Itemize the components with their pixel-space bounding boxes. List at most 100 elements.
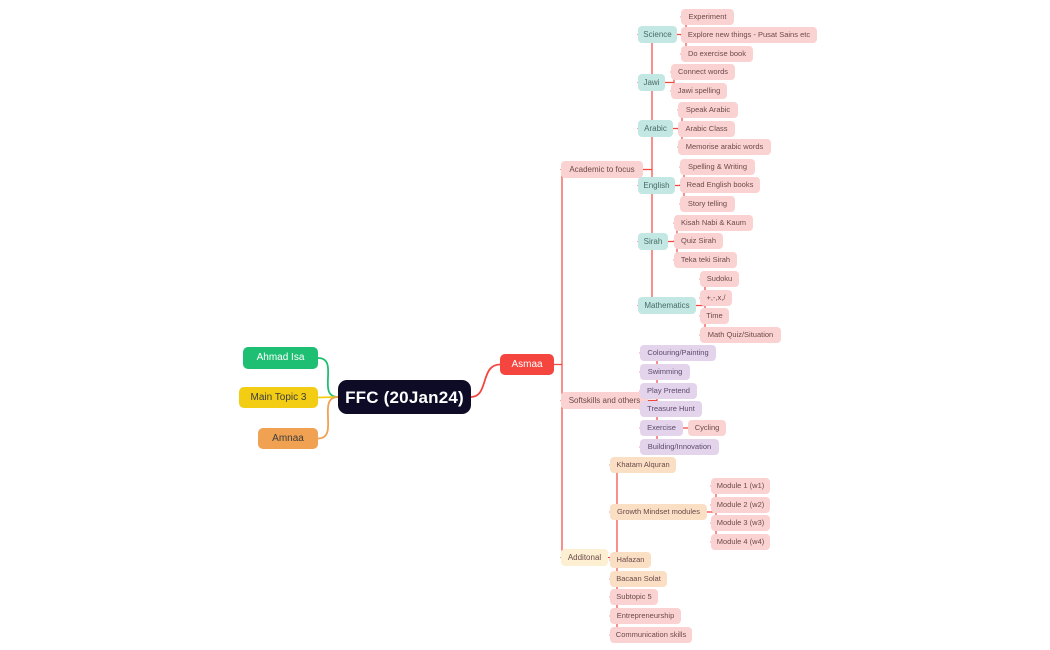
node-label: Module 3 (w3) [716, 518, 765, 528]
node-label: Quiz Sirah [680, 236, 716, 246]
node-label: Module 4 (w4) [716, 537, 765, 547]
node-label: Swimming [647, 367, 683, 377]
node-label: Bacaan Solat [616, 574, 661, 584]
subitem-node-jawi-spelling[interactable]: Jawi spelling [671, 83, 727, 99]
node-label: Main Topic 3 [250, 391, 307, 403]
category-node-academic-to-focus[interactable]: Academic to focus [561, 161, 643, 178]
item-node-treasure-hunt[interactable]: Treasure Hunt [640, 401, 702, 417]
branch-node-amnaa[interactable]: Amnaa [258, 428, 318, 449]
node-label: Experiment [688, 12, 727, 22]
node-label: Module 1 (w1) [716, 481, 765, 491]
subitem-node-sudoku[interactable]: Sudoku [700, 271, 739, 287]
item-node-mathematics[interactable]: Mathematics [638, 297, 696, 314]
subitem-node-experiment[interactable]: Experiment [681, 9, 734, 25]
item-node-colouring-painting[interactable]: Colouring/Painting [640, 345, 716, 361]
node-label: Colouring/Painting [647, 348, 709, 358]
subitem-node-connect-words[interactable]: Connect words [671, 64, 735, 80]
node-label: Jawi spelling [677, 86, 721, 96]
node-label: Do exercise book [688, 49, 746, 59]
subitem-node-speak-arabic[interactable]: Speak Arabic [678, 102, 738, 118]
node-label: Amnaa [272, 432, 304, 444]
node-label: Cycling [694, 423, 720, 433]
branch-node-asmaa[interactable]: Asmaa [500, 354, 554, 375]
item-node-science[interactable]: Science [638, 26, 677, 43]
subitem-node-spelling-writing[interactable]: Spelling & Writing [680, 159, 755, 175]
node-label: Read English books [686, 180, 754, 190]
node-label: Kisah Nabi & Kaum [680, 218, 747, 228]
node-label: Entrepreneurship [616, 611, 675, 621]
node-label: Treasure Hunt [647, 404, 695, 414]
node-label: Science [643, 29, 672, 39]
subitem-node-cycling[interactable]: Cycling [688, 420, 726, 436]
node-label: Asmaa [511, 358, 543, 370]
subitem-node-module-1-w1[interactable]: Module 1 (w1) [711, 478, 770, 494]
node-label: Additonal [567, 552, 602, 562]
node-label: FFC (20Jan24) [345, 387, 464, 407]
item-node-khatam-alquran[interactable]: Khatam Alquran [610, 457, 676, 473]
subitem-node-arabic-class[interactable]: Arabic Class [678, 121, 735, 137]
node-label: Memorise arabic words [685, 142, 764, 152]
node-label: English [643, 180, 670, 190]
subitem-node-do-exercise-book[interactable]: Do exercise book [681, 46, 753, 62]
node-label: Math Quiz/Situation [707, 330, 774, 340]
subitem-node-module-2-w2[interactable]: Module 2 (w2) [711, 497, 770, 513]
item-node-bacaan-solat[interactable]: Bacaan Solat [610, 571, 667, 587]
subitem-node-module-4-w4[interactable]: Module 4 (w4) [711, 534, 770, 550]
node-label: Time [706, 311, 723, 321]
node-label: Jawi [643, 77, 660, 87]
subitem-node-arithmetic-ops[interactable]: +,-,x,/ [700, 290, 732, 306]
branch-node-ahmad-isa[interactable]: Ahmad Isa [243, 347, 318, 369]
item-node-sirah[interactable]: Sirah [638, 233, 668, 250]
node-label: Connect words [677, 67, 729, 77]
subitem-node-module-3-w3[interactable]: Module 3 (w3) [711, 515, 770, 531]
item-node-english[interactable]: English [638, 177, 675, 194]
category-node-additonal[interactable]: Additonal [561, 549, 608, 566]
connector [317, 396, 339, 440]
node-label: Subtopic 5 [616, 592, 652, 602]
node-label: Spelling & Writing [687, 162, 748, 172]
item-node-jawi[interactable]: Jawi [638, 74, 665, 91]
node-label: Arabic [644, 123, 667, 133]
subitem-node-time[interactable]: Time [700, 308, 729, 324]
subitem-node-quiz-sirah[interactable]: Quiz Sirah [674, 233, 723, 249]
item-node-hafazan[interactable]: Hafazan [610, 552, 651, 568]
node-label: Hafazan [616, 555, 645, 565]
subitem-node-read-english-books[interactable]: Read English books [680, 177, 760, 193]
node-label: Khatam Alquran [616, 460, 670, 470]
item-node-building-innovation[interactable]: Building/Innovation [640, 439, 719, 455]
subitem-node-teka-teki-sirah[interactable]: Teka teki Sirah [674, 252, 737, 268]
node-label: Play Pretend [647, 386, 690, 396]
item-node-arabic[interactable]: Arabic [638, 120, 673, 137]
subitem-node-story-telling[interactable]: Story telling [680, 196, 735, 212]
category-node-softskills-and-others[interactable]: Softskills and others [561, 392, 648, 409]
connector [317, 357, 339, 398]
connector [317, 396, 339, 399]
item-node-swimming[interactable]: Swimming [640, 364, 690, 380]
node-label: Exercise [647, 423, 676, 433]
node-label: Growth Mindset modules [617, 507, 700, 517]
node-label: Story telling [687, 199, 728, 209]
subitem-node-math-quiz-situation[interactable]: Math Quiz/Situation [700, 327, 781, 343]
node-label: Academic to focus [569, 164, 635, 174]
subitem-node-kisah-nabi-kaum[interactable]: Kisah Nabi & Kaum [674, 215, 753, 231]
item-node-entrepreneurship[interactable]: Entrepreneurship [610, 608, 681, 624]
node-label: Softskills and others [568, 395, 641, 405]
node-label: Teka teki Sirah [680, 255, 731, 265]
item-node-subtopic-5[interactable]: Subtopic 5 [610, 589, 658, 605]
node-label: +,-,x,/ [706, 293, 726, 303]
root-node-undefined[interactable]: FFC (20Jan24) [338, 380, 471, 414]
branch-node-main-topic-3[interactable]: Main Topic 3 [239, 387, 318, 408]
subitem-node-memorise-arabic-words[interactable]: Memorise arabic words [678, 139, 771, 155]
node-label: Communication skills [615, 630, 687, 640]
node-label: Arabic Class [685, 124, 728, 134]
item-node-communication-skills[interactable]: Communication skills [610, 627, 692, 643]
node-label: Mathematics [644, 300, 690, 310]
item-node-play-pretend[interactable]: Play Pretend [640, 383, 697, 399]
item-node-growth-mindset-modules[interactable]: Growth Mindset modules [610, 504, 707, 520]
subitem-node-explore-new-things[interactable]: Explore new things - Pusat Sains etc [681, 27, 817, 43]
item-node-exercise[interactable]: Exercise [640, 420, 683, 436]
node-label: Ahmad Isa [256, 352, 305, 363]
connector [470, 363, 501, 398]
